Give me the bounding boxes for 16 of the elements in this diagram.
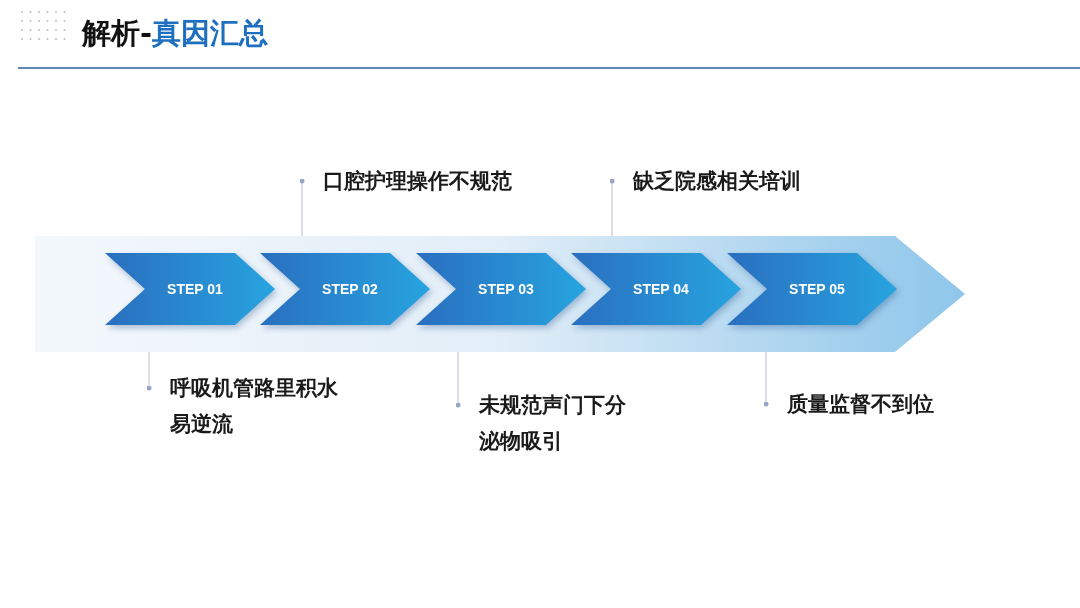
step-banner: STEP 02 — [260, 253, 430, 325]
step-banner: STEP 03 — [416, 253, 586, 325]
step-banner: STEP 01 — [105, 253, 275, 325]
step-banner: STEP 04 — [571, 253, 741, 325]
slide-title: 解析-真因汇总 — [82, 15, 269, 52]
leader-line — [455, 351, 461, 408]
leader-line — [609, 178, 615, 237]
cause-text: 质量监督不到位 — [787, 391, 935, 418]
leader-line — [146, 351, 152, 391]
cause-text: 口腔护理操作不规范 — [323, 168, 513, 195]
leader-line — [299, 178, 305, 237]
cause-text: 缺乏院感相关培训 — [633, 168, 802, 195]
leader-line — [763, 351, 769, 407]
cause-text: 未规范声门下分泌物吸引 — [479, 392, 627, 455]
cause-text: 呼吸机管路里积水易逆流 — [170, 375, 339, 438]
step-banner: STEP 05 — [727, 253, 897, 325]
